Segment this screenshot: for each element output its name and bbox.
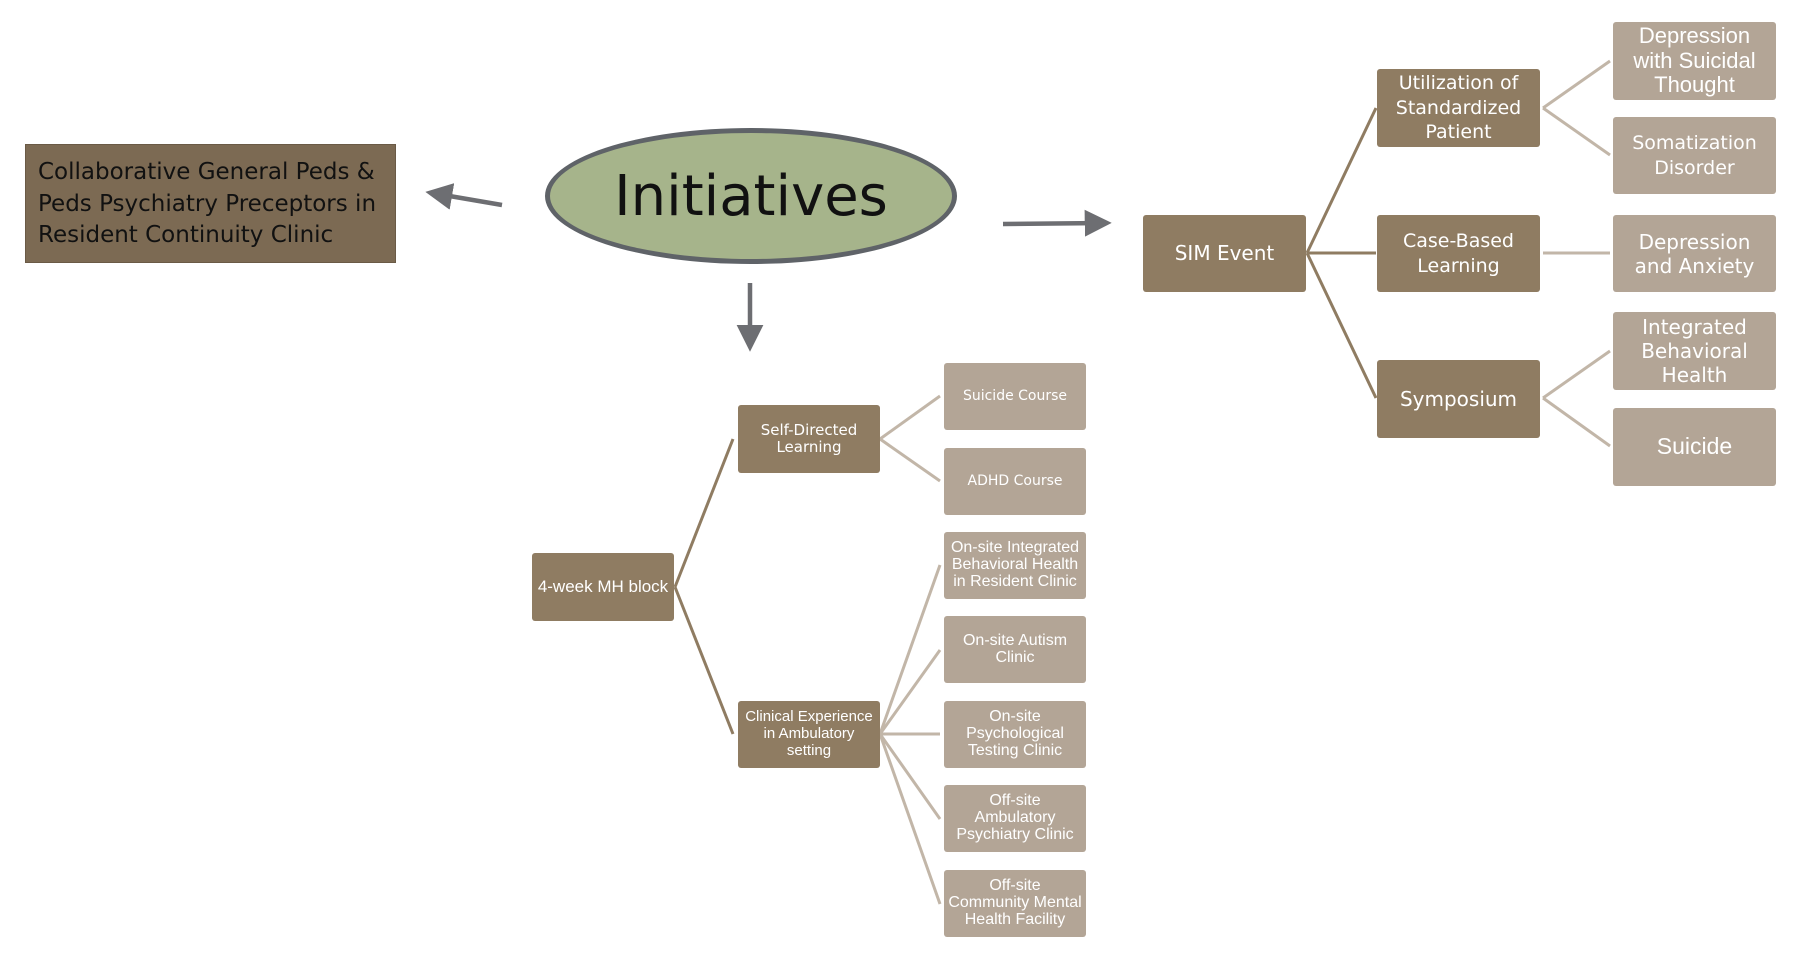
mh-connectors: [673, 394, 942, 905]
connector-symposium-to-ibh: [1542, 349, 1611, 400]
depression-suicidal-thought-label: Depression with Suicidal Thought: [1633, 23, 1756, 98]
connector-clin-to-leaf-4: [878, 733, 942, 820]
standardized-patient-node: Utilization of Standardized Patient: [1377, 69, 1540, 147]
depression-anxiety-label: Depression and Anxiety: [1634, 229, 1755, 278]
sim-event-node: SIM Event: [1143, 215, 1306, 292]
offsite-ambulatory-psych-label: Off-site Ambulatory Psychiatry Clinic: [956, 792, 1074, 843]
adhd-course-node: ADHD Course: [944, 448, 1086, 515]
mh-block-node: 4-week MH block: [532, 553, 674, 621]
suicide-label: Suicide: [1656, 433, 1733, 460]
clinical-experience-node: Clinical Experience in Ambulatory settin…: [738, 701, 880, 768]
offsite-community-mh-node: Off-site Community Mental Health Facilit…: [944, 870, 1086, 937]
connector-sim-to-standardized-patient: [1305, 107, 1378, 254]
depression-anxiety-node: Depression and Anxiety: [1613, 215, 1776, 292]
onsite-autism-clinic-label: On-site Autism Clinic: [962, 631, 1068, 666]
connector-sdl-to-adhd-course: [879, 437, 941, 483]
connector-sdl-to-suicide-course: [879, 394, 941, 441]
standardized-patient-label: Utilization of Standardized Patient: [1395, 71, 1522, 144]
clinical-experience-label: Clinical Experience in Ambulatory settin…: [745, 708, 873, 759]
offsite-community-mh-label: Off-site Community Mental Health Facilit…: [948, 877, 1082, 928]
onsite-ibh-clinic-node: On-site Integrated Behavioral Health in …: [944, 532, 1086, 599]
symposium-node: Symposium: [1377, 360, 1540, 438]
suicide-node: Suicide: [1613, 408, 1776, 486]
mh-block-label: 4-week MH block: [537, 577, 669, 597]
case-based-learning-node: Case-Based Learning: [1377, 215, 1540, 292]
onsite-autism-clinic-node: On-site Autism Clinic: [944, 616, 1086, 683]
connector-sp-to-depression-suicidal: [1542, 59, 1611, 110]
integrated-behavioral-health-node: Integrated Behavioral Health: [1613, 312, 1776, 390]
adhd-course-label: ADHD Course: [967, 472, 1063, 489]
integrated-behavioral-health-label: Integrated Behavioral Health: [1641, 315, 1748, 387]
onsite-psych-testing-label: On-site Psychological Testing Clinic: [966, 708, 1064, 759]
connector-symposium-to-suicide: [1542, 396, 1611, 448]
onsite-ibh-clinic-label: On-site Integrated Behavioral Health in …: [950, 539, 1080, 590]
depression-suicidal-thought-node: Depression with Suicidal Thought: [1613, 22, 1776, 100]
self-directed-learning-label: Self-Directed Learning: [760, 421, 858, 456]
symposium-label: Symposium: [1399, 386, 1518, 411]
collaborative-preceptors-box: Collaborative General Peds & Peds Psychi…: [25, 144, 396, 263]
suicide-course-node: Suicide Course: [944, 363, 1086, 430]
connector-sp-to-somatization: [1542, 106, 1611, 157]
connector-block-to-clinical: [673, 586, 735, 735]
suicide-course-label: Suicide Course: [962, 387, 1068, 404]
somatization-disorder-node: Somatization Disorder: [1613, 117, 1776, 194]
offsite-ambulatory-psych-node: Off-site Ambulatory Psychiatry Clinic: [944, 785, 1086, 852]
case-based-learning-label: Case-Based Learning: [1402, 229, 1514, 277]
collaborative-preceptors-label: Collaborative General Peds & Peds Psychi…: [38, 159, 377, 249]
connector-clin-to-leaf-1: [878, 564, 942, 735]
sim-event-label: SIM Event: [1174, 241, 1275, 266]
arrow-to-collaborative: [425, 183, 503, 210]
arrow-to-sim-event: [1002, 209, 1112, 237]
initiatives-label: Initiatives: [614, 163, 888, 229]
self-directed-learning-node: Self-Directed Learning: [738, 405, 880, 473]
sim-connectors: [1305, 59, 1611, 448]
connector-clin-to-leaf-5: [878, 733, 942, 905]
initiatives-ellipse: Initiatives: [545, 128, 957, 264]
connector-clin-to-leaf-2: [878, 649, 942, 735]
somatization-disorder-label: Somatization Disorder: [1632, 131, 1757, 179]
connector-block-to-self-directed: [673, 438, 735, 588]
connector-sim-to-symposium: [1305, 252, 1378, 399]
onsite-psych-testing-node: On-site Psychological Testing Clinic: [944, 701, 1086, 768]
